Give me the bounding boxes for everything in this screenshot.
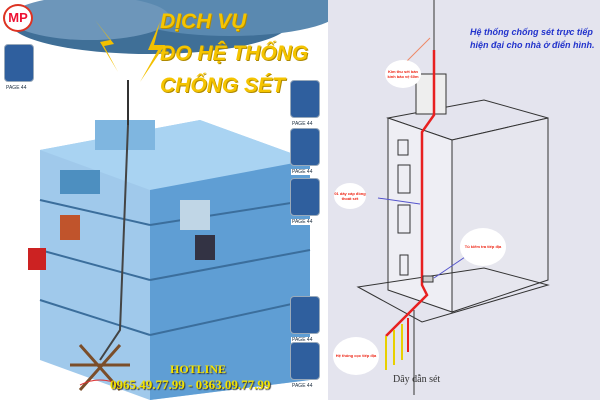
lightning-wire [385,50,436,337]
page-thumbnail: PAGE 44 [290,128,320,175]
headline-line3: CHỐNG SÉT [160,74,285,97]
logo: MP [3,4,33,32]
page-thumbnail: PAGE 44 [4,44,34,91]
building-illustration [10,0,330,400]
diagram-caption: Dây dẫn sét [393,374,441,385]
headline-line1: DỊCH VỤ [160,10,247,33]
lightning-icon [140,22,165,82]
label-rod: Kim thu sét bán kính bảo vệ 60m [385,60,421,88]
hotline-numbers[interactable]: 0965.49.77.99 - 0363.09.77.99 [110,377,271,392]
hotline-label: HOTLINE [170,362,227,376]
diagram-drawing [356,0,550,395]
page-thumbnail: PAGE 44 [290,178,320,225]
service-illustration: MP DỊCH VỤ ĐO HỆ THỐNG CHỐNG SÉT PAGE 44… [3,0,330,400]
label-ground: Hệ thống cọc tiếp địa [333,337,379,375]
label-cable: 01 dây cáp đồng thoát sét [334,183,366,209]
page-thumbnail: PAGE 44 [290,296,320,343]
page-thumbnail: PAGE 44 [290,342,320,389]
headline-line2: ĐO HỆ THỐNG [160,42,309,65]
label-box: Tủ kiểm tra tiếp địa [460,228,506,266]
page-thumbnail: PAGE 44 [290,80,320,127]
